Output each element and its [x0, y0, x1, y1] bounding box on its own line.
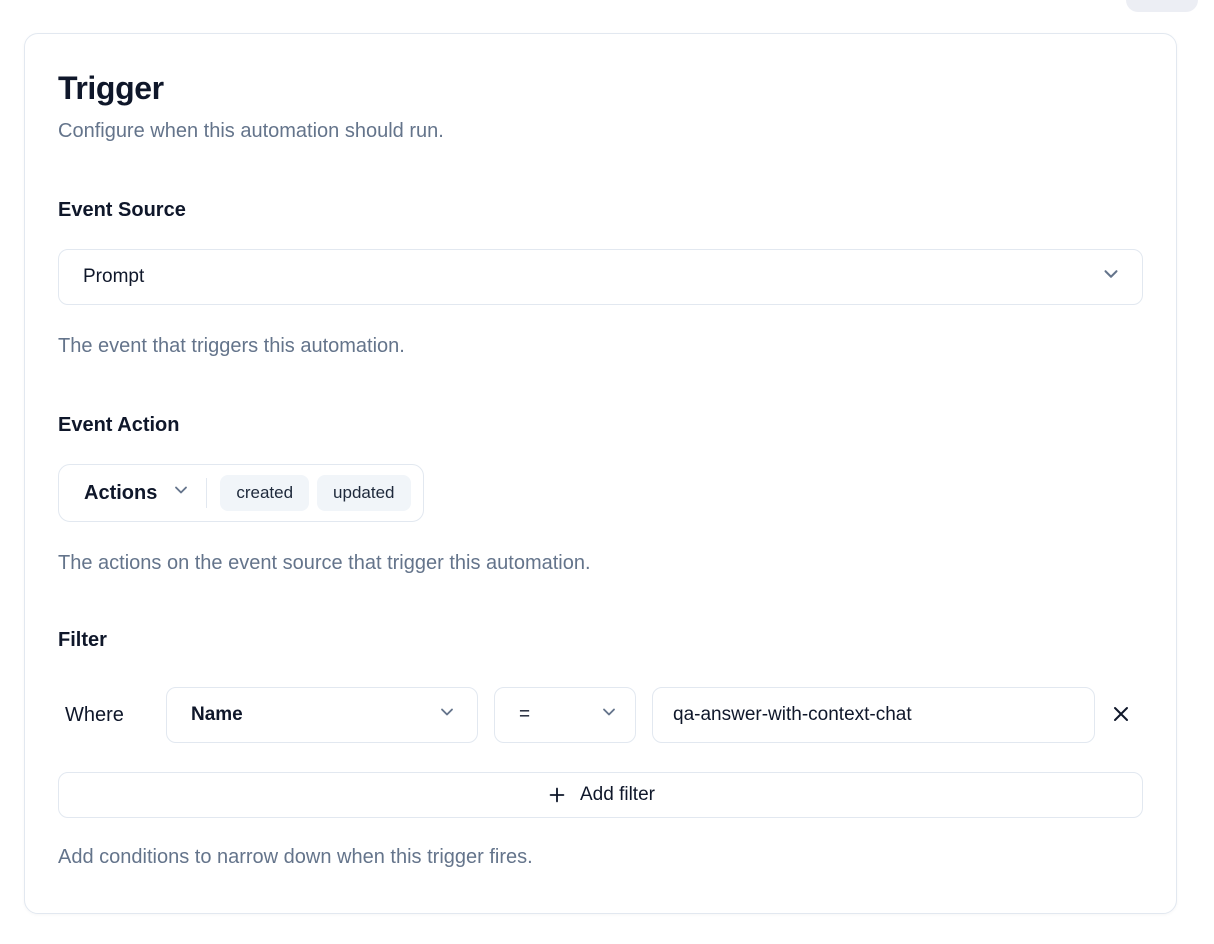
- event-action-helper: The actions on the event source that tri…: [58, 552, 591, 574]
- event-source-helper: The event that triggers this automation.: [58, 335, 405, 357]
- filter-value-input[interactable]: [652, 687, 1095, 743]
- divider: [206, 478, 208, 508]
- chevron-down-icon: [599, 702, 619, 728]
- event-source-section: Event Source Prompt The event that trigg…: [58, 196, 1143, 360]
- remove-filter-button[interactable]: [1099, 693, 1143, 737]
- chevron-down-icon: [437, 702, 457, 728]
- filter-where-label: Where: [65, 703, 124, 726]
- filter-operator-select[interactable]: =: [494, 687, 636, 743]
- action-chip-updated: updated: [317, 475, 411, 511]
- filter-field-select[interactable]: Name: [166, 687, 478, 743]
- filter-row: Where Name =: [58, 687, 1143, 743]
- event-action-dropdown[interactable]: Actions: [84, 480, 191, 506]
- event-action-dropdown-label: Actions: [84, 481, 158, 504]
- chevron-down-icon: [171, 480, 191, 506]
- filter-field-selected-value: Name: [191, 704, 243, 725]
- chevron-down-icon: [1100, 263, 1122, 291]
- trigger-card: Trigger Configure when this automation s…: [24, 33, 1177, 914]
- filter-helper: Add conditions to narrow down when this …: [58, 846, 533, 868]
- page-title: Trigger: [58, 70, 164, 106]
- event-action-section: Event Action Actions created updated The…: [58, 411, 1143, 577]
- close-icon: [1109, 702, 1133, 729]
- filter-operator-selected-value: =: [519, 704, 531, 725]
- page-subtitle: Configure when this automation should ru…: [58, 120, 444, 142]
- event-source-select[interactable]: Prompt: [58, 249, 1143, 305]
- plus-icon: [546, 784, 568, 806]
- action-chip-created: created: [220, 475, 310, 511]
- event-source-selected-value: Prompt: [83, 266, 145, 287]
- cutoff-element-top-right: [1126, 0, 1198, 12]
- event-action-multiselect[interactable]: Actions created updated: [58, 464, 424, 522]
- filter-label: Filter: [58, 629, 107, 651]
- add-filter-button[interactable]: Add filter: [58, 772, 1143, 818]
- add-filter-button-label: Add filter: [580, 784, 655, 805]
- filter-section: Filter Where Name =: [58, 626, 1143, 871]
- event-source-label: Event Source: [58, 199, 186, 221]
- event-action-label: Event Action: [58, 414, 180, 436]
